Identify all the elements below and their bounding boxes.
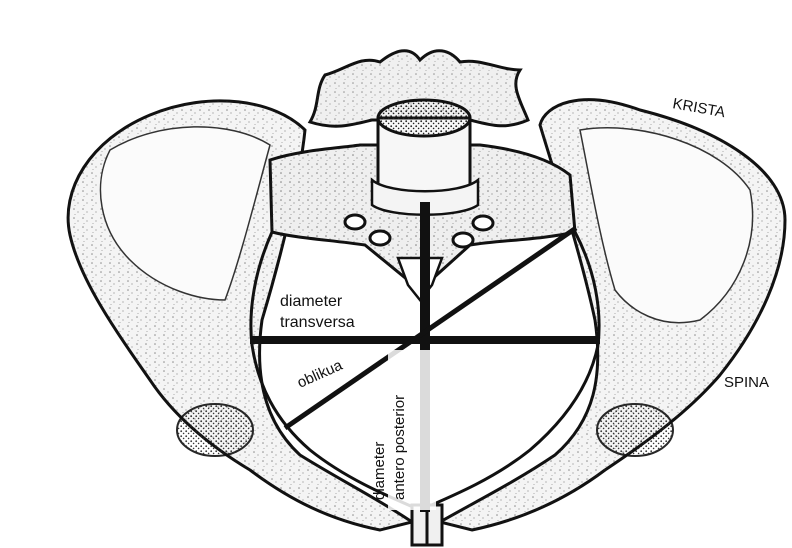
sacral-foramen [453, 233, 473, 247]
sacral-foramen [345, 215, 365, 229]
sacral-foramen [473, 216, 493, 230]
svg-text:diameter: diameter [371, 442, 388, 500]
label-spina: SPINA [724, 374, 769, 391]
label-diameter-antero-posterior: diameter antero posterior [371, 350, 436, 510]
svg-text:transversa: transversa [280, 314, 355, 331]
svg-text:diameter: diameter [280, 293, 343, 310]
sacral-foramen [370, 231, 390, 245]
label-diameter-transversa: diameter transversa [275, 288, 387, 334]
svg-text:antero posterior: antero posterior [391, 395, 408, 500]
label-krista: KRISTA [671, 95, 726, 121]
label-oblikua: oblikua [295, 357, 346, 392]
